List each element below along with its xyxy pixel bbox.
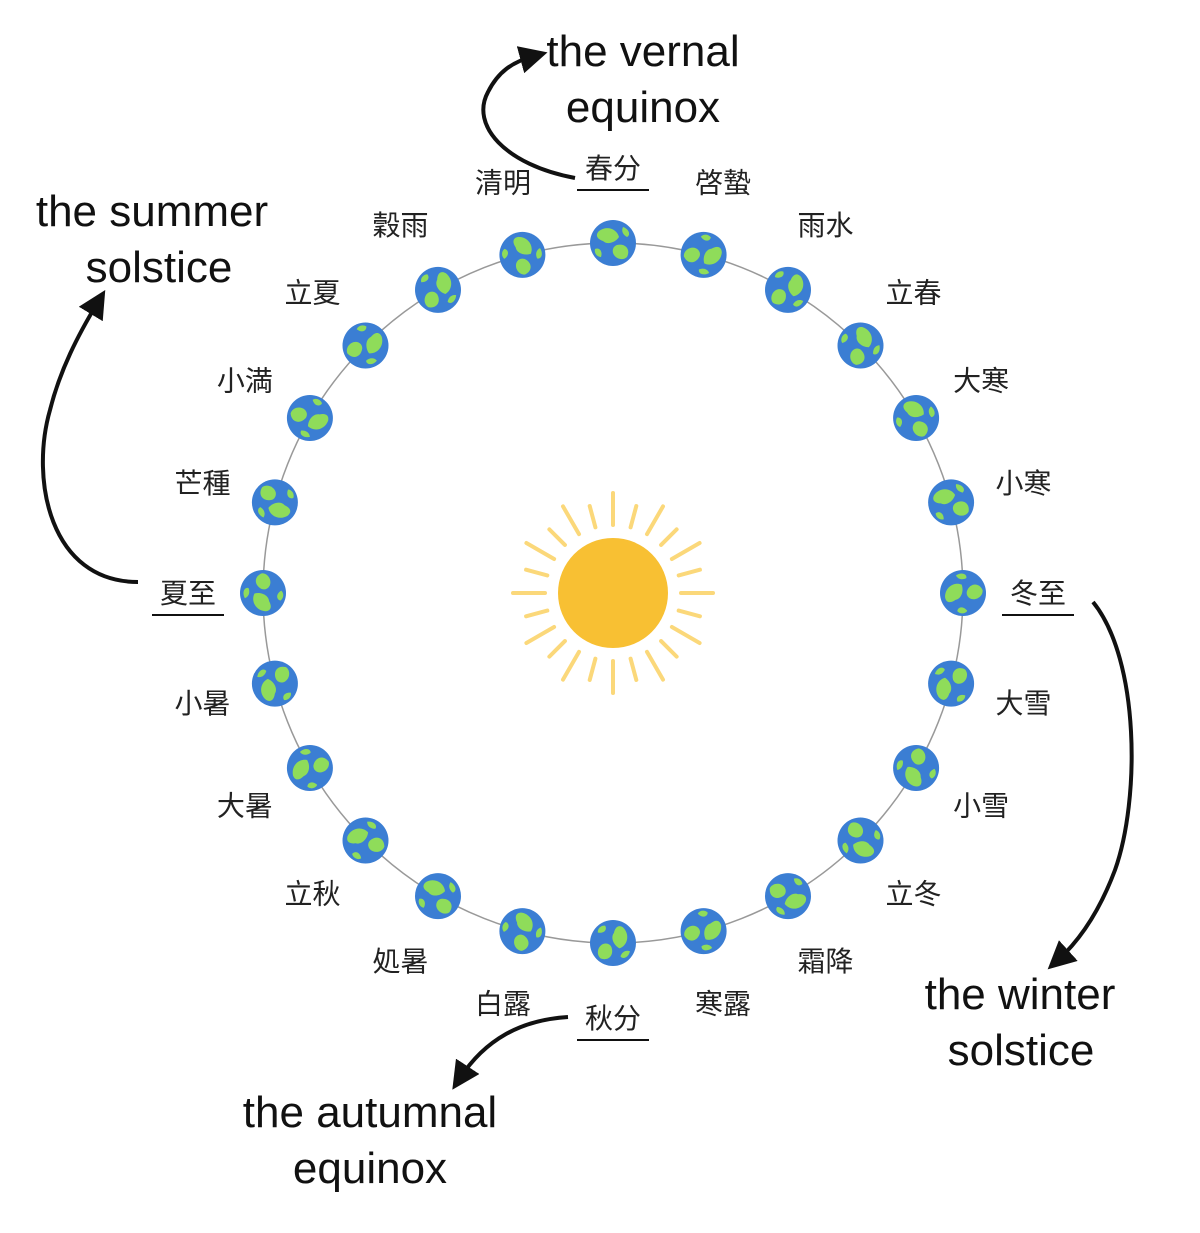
- autumnal-annotation-line2: equinox: [293, 1144, 447, 1193]
- term-label: 立春: [885, 277, 941, 310]
- term-label: 秋分: [585, 1002, 641, 1035]
- summer-arrow: [40, 290, 139, 584]
- earth-icon: [590, 220, 636, 266]
- earth-icon: [765, 873, 811, 920]
- autumnal-arrow: [452, 1015, 569, 1090]
- sun-ray: [676, 567, 702, 578]
- sun-ray: [524, 567, 550, 578]
- earth-icon: [251, 479, 298, 526]
- sun-ray: [524, 541, 557, 561]
- sun-ray: [659, 527, 679, 547]
- summer-annotation-line1: the summer: [36, 187, 268, 236]
- term-label: 穀雨: [372, 209, 428, 242]
- sun-ray: [676, 608, 702, 619]
- earth-icon: [286, 395, 333, 441]
- sun-ray: [524, 625, 557, 645]
- sun-ray: [587, 504, 598, 530]
- earth-icon: [893, 745, 940, 791]
- term-label: 大寒: [953, 365, 1009, 398]
- earth-icon: [928, 660, 975, 707]
- earth-icon: [342, 817, 389, 864]
- earth-icon: [590, 920, 636, 966]
- sun-ray: [628, 504, 639, 530]
- vernal-arrow: [481, 46, 576, 180]
- earth-icon: [680, 908, 727, 955]
- winter-arrow: [1047, 600, 1134, 970]
- vernal-annotation-line1: the vernal: [546, 27, 739, 76]
- earth-icon: [286, 745, 333, 791]
- term-label: 小雪: [953, 790, 1009, 823]
- sun-ray: [645, 649, 665, 682]
- summer-annotation-line2: solstice: [86, 243, 233, 292]
- earth-icon: [765, 266, 811, 313]
- term-label: 清明: [475, 167, 531, 200]
- term-label: 小満: [217, 365, 273, 398]
- term-label: 大雪: [995, 687, 1051, 720]
- sun-ray: [547, 639, 567, 659]
- sun-disc: [558, 538, 668, 648]
- earth-icon: [251, 660, 298, 707]
- term-label: 大暑: [217, 790, 273, 823]
- term-label: 小寒: [995, 467, 1051, 500]
- sun-ray: [524, 608, 550, 619]
- earth-positions: [240, 220, 986, 966]
- term-label: 夏至: [160, 577, 216, 610]
- term-label: 寒露: [695, 988, 751, 1021]
- earth-icon: [837, 817, 884, 864]
- sun-ray: [587, 656, 598, 682]
- earth-icon: [240, 570, 286, 616]
- term-label: 霜降: [797, 945, 853, 978]
- term-label: 春分: [585, 152, 641, 185]
- term-label: 雨水: [797, 209, 853, 242]
- sun-ray: [628, 656, 639, 682]
- sun-icon: [511, 491, 715, 695]
- term-label: 立夏: [284, 277, 340, 310]
- winter-annotation-line1: the winter: [925, 970, 1116, 1019]
- autumnal-annotation-line1: the autumnal: [243, 1088, 497, 1137]
- sun-ray: [659, 639, 679, 659]
- vernal-annotation-line2: equinox: [566, 83, 720, 132]
- earth-icon: [499, 908, 546, 955]
- sun-ray: [645, 504, 665, 537]
- earth-icon: [940, 570, 986, 616]
- term-label: 啓蟄: [695, 167, 751, 200]
- sun-ray: [547, 527, 567, 547]
- earth-icon: [928, 479, 975, 526]
- term-label: 芒種: [174, 467, 230, 500]
- term-label: 小暑: [174, 687, 230, 720]
- term-label: 冬至: [1010, 577, 1066, 610]
- sun-ray: [561, 504, 581, 537]
- earth-icon: [837, 322, 884, 369]
- sun-ray: [561, 649, 581, 682]
- sun-ray: [669, 541, 702, 561]
- term-label: 立秋: [284, 878, 340, 911]
- term-label: 白露: [475, 988, 531, 1021]
- earth-icon: [415, 266, 461, 313]
- term-label: 立冬: [885, 878, 941, 911]
- winter-annotation-line2: solstice: [948, 1026, 1095, 1075]
- earth-icon: [680, 231, 727, 278]
- earth-icon: [415, 873, 461, 920]
- term-label: 処暑: [372, 945, 428, 978]
- sun-ray: [669, 625, 702, 645]
- earth-icon: [893, 395, 940, 441]
- earth-icon: [499, 231, 546, 278]
- earth-icon: [342, 322, 389, 369]
